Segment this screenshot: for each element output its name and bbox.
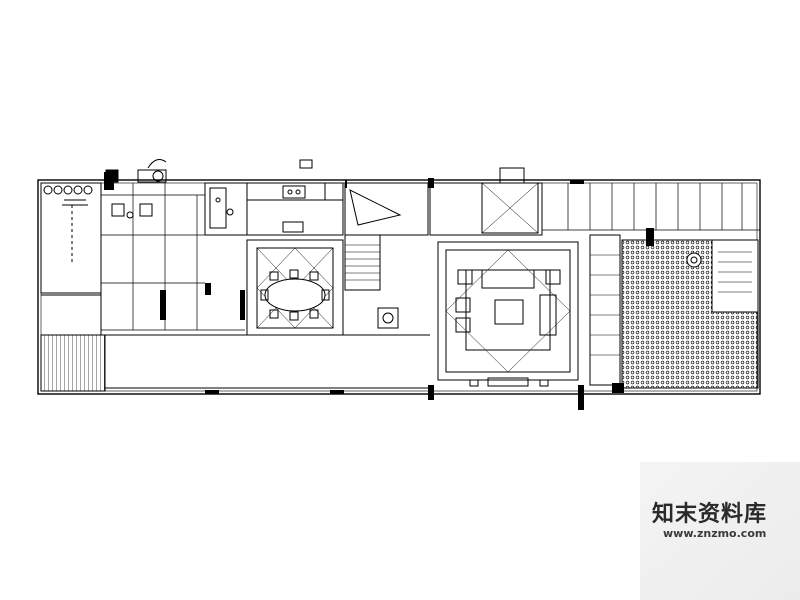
watermark-url: www.znzmo.com — [663, 527, 767, 540]
chair-icon — [111, 203, 125, 217]
tile-grid-left — [101, 183, 245, 331]
watermark-title: 知末资料库 — [652, 502, 768, 527]
plant-icon — [53, 185, 63, 195]
chair-icon — [309, 271, 319, 281]
dining-table — [264, 278, 326, 312]
chair-icon — [139, 203, 153, 217]
living-room — [437, 241, 579, 381]
armchair — [455, 297, 471, 313]
chair-icon — [269, 271, 279, 281]
chair-icon — [269, 309, 279, 319]
wall-columns — [104, 172, 654, 410]
chair-icon — [289, 269, 299, 279]
sofa — [481, 269, 535, 289]
plant-icon — [63, 185, 73, 195]
watermark-background — [640, 462, 800, 600]
plant-icon — [83, 185, 93, 195]
wood-deck — [40, 334, 106, 392]
outer-wall — [37, 179, 761, 395]
plant-icon — [43, 185, 53, 195]
tile-grid-right — [542, 183, 760, 231]
armchair — [455, 317, 471, 333]
sofa — [539, 294, 557, 336]
plant-icon — [73, 185, 83, 195]
chair-icon — [309, 309, 319, 319]
chair-icon — [289, 311, 299, 321]
coffee-table — [494, 299, 524, 325]
kitchen — [246, 182, 344, 236]
